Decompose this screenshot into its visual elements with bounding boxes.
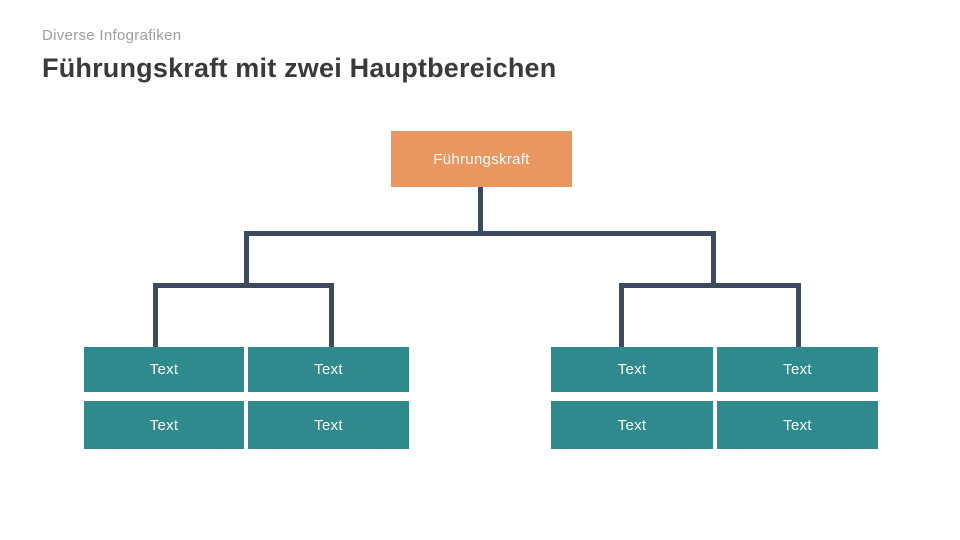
org-node-right-row1-col1: Text [551, 347, 713, 392]
connector-right-sub-drop-2 [796, 283, 801, 347]
org-node-left-row1-col2: Text [248, 347, 409, 392]
org-node-right-row2-col1: Text [551, 401, 713, 449]
connector-right-level2-bar [619, 283, 801, 288]
connector-left-sub-drop-1 [153, 283, 158, 347]
connector-right-branch-drop [711, 231, 716, 288]
eyebrow-label: Diverse Infografiken [42, 27, 182, 44]
connector-level1-bar [244, 231, 716, 236]
org-node-left-row2-col2: Text [248, 401, 409, 449]
connector-right-sub-drop-1 [619, 283, 624, 347]
org-node-right-row2-col2: Text [717, 401, 878, 449]
org-node-right-row1-col2: Text [717, 347, 878, 392]
connector-left-branch-drop [244, 231, 249, 288]
org-root-node: Führungskraft [391, 131, 572, 187]
connector-left-level2-bar [153, 283, 334, 288]
connector-root-stub [478, 187, 483, 236]
org-node-left-row1-col1: Text [84, 347, 244, 392]
org-node-left-row2-col1: Text [84, 401, 244, 449]
page-title: Führungskraft mit zwei Hauptbereichen [42, 53, 557, 83]
connector-left-sub-drop-2 [329, 283, 334, 347]
